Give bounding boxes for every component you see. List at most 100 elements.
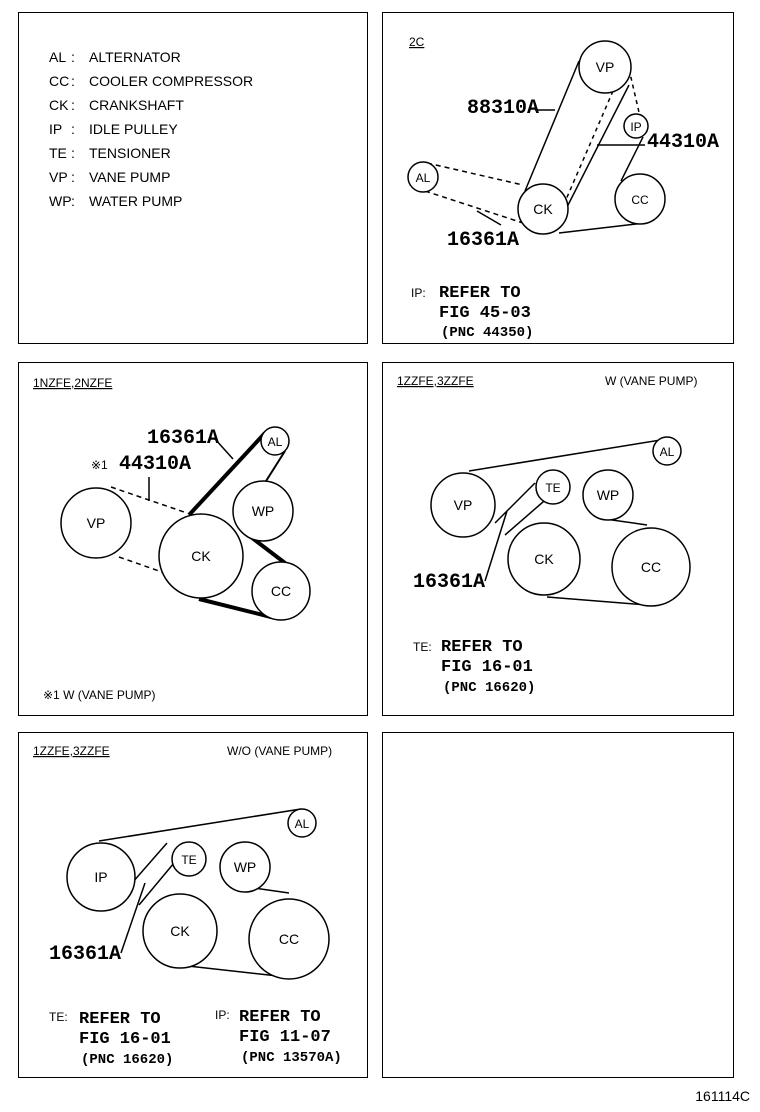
ref-tag: IP: bbox=[411, 286, 426, 300]
legend-row: IP:IDLE PULLEY bbox=[49, 117, 253, 141]
pulley-ck-label: CK bbox=[534, 551, 554, 567]
legend-code: WP bbox=[49, 193, 72, 209]
belt-vp-te bbox=[494, 482, 536, 524]
legend-colon: : bbox=[71, 121, 75, 137]
panel-title: 1ZZFE,3ZZFE bbox=[397, 374, 474, 388]
belt-diagram-zzfe-w: 1ZZFE,3ZZFE W (VANE PUMP) AL TE WP VP CK… bbox=[397, 374, 697, 696]
legend-row: VP:VANE PUMP bbox=[49, 165, 253, 189]
pulley-wp-label: WP bbox=[252, 503, 275, 519]
panel-zzfe-w: 1ZZFE,3ZZFE W (VANE PUMP) AL TE WP VP CK… bbox=[382, 362, 734, 716]
pulley-te-label: TE bbox=[181, 853, 196, 867]
pulley-al bbox=[287, 808, 317, 838]
legend-code: IP bbox=[49, 121, 63, 137]
figure-code: 161114C bbox=[695, 1088, 750, 1104]
pulley-te bbox=[171, 841, 207, 877]
legend-code: VP bbox=[49, 169, 68, 185]
pulley-wp-label: WP bbox=[234, 859, 257, 875]
pulley-wp-label: WP bbox=[597, 487, 620, 503]
legend-code: AL bbox=[49, 49, 67, 65]
pulley-te bbox=[535, 469, 571, 505]
pulley-ck bbox=[142, 893, 218, 969]
legend-row: CC:COOLER COMPRESSOR bbox=[49, 69, 253, 93]
pulley-te-label: TE bbox=[545, 481, 560, 495]
belt-88310a-left bbox=[524, 60, 580, 192]
legend-colon: : bbox=[71, 73, 75, 89]
pulley-ck-label: CK bbox=[170, 923, 190, 939]
panel-subtitle: W (VANE PUMP) bbox=[605, 374, 697, 388]
pulley-cc bbox=[251, 561, 311, 621]
legend-colon: : bbox=[71, 169, 75, 185]
pulley-al bbox=[652, 436, 682, 466]
pulley-al-label: AL bbox=[268, 435, 283, 449]
pulley-al bbox=[407, 161, 439, 193]
ref2-line1: REFER TO bbox=[239, 1008, 321, 1027]
panel-title: 2C bbox=[409, 35, 425, 49]
panel-subtitle: W/O (VANE PUMP) bbox=[227, 744, 332, 758]
part-44310a-mark: ※1 bbox=[91, 458, 108, 472]
belt-diagram-nzfe: 1NZFE,2NZFE AL WP VP CK CC 16361A ※1 443… bbox=[33, 376, 311, 702]
panel-nzfe: 1NZFE,2NZFE AL WP VP CK CC 16361A ※1 443… bbox=[18, 362, 368, 716]
part-44310a-label: 44310A bbox=[647, 131, 719, 154]
pulley-cc bbox=[614, 173, 666, 225]
panel-title: 1NZFE,2NZFE bbox=[33, 376, 112, 390]
ref-line1: REFER TO bbox=[439, 284, 521, 303]
belt-16361a-bottom bbox=[424, 190, 524, 224]
part-88310a-label: 88310A bbox=[467, 97, 539, 120]
legend-code: CK bbox=[49, 97, 69, 113]
ref-line2: FIG 16-01 bbox=[441, 658, 533, 677]
pulley-ip-label: IP bbox=[630, 120, 641, 134]
legend-name: ALTERNATOR bbox=[89, 49, 181, 65]
legend-row: AL:ALTERNATOR bbox=[49, 45, 253, 69]
pulley-al-label: AL bbox=[660, 445, 675, 459]
ref2-tag: IP: bbox=[215, 1008, 230, 1022]
legend-colon: : bbox=[71, 145, 75, 161]
panel-zzfe-wo: 1ZZFE,3ZZFE W/O (VANE PUMP) AL TE WP IP … bbox=[18, 732, 368, 1078]
part-16361a-label: 16361A bbox=[447, 229, 519, 252]
part-44310a-label: 44310A bbox=[119, 453, 191, 476]
ref1-line3: (PNC 16620) bbox=[81, 1052, 173, 1068]
pulley-cc bbox=[248, 898, 330, 980]
pulley-cc-label: CC bbox=[271, 583, 291, 599]
leader-16361a bbox=[120, 882, 146, 954]
leader-16361a bbox=[214, 438, 234, 460]
belt-44310a-cc-bottom bbox=[558, 222, 646, 234]
pulley-ip bbox=[623, 113, 649, 139]
belt-diagram-zzfe-wo: 1ZZFE,3ZZFE W/O (VANE PUMP) AL TE WP IP … bbox=[33, 744, 342, 1068]
leader-16361a bbox=[476, 210, 502, 226]
leader-16361a bbox=[484, 510, 508, 582]
part-16361a-label: 16361A bbox=[49, 943, 121, 966]
pulley-al-label: AL bbox=[295, 817, 310, 831]
pulley-vp bbox=[60, 487, 132, 559]
pulley-wp bbox=[219, 841, 271, 893]
footnote: ※1 W (VANE PUMP) bbox=[43, 688, 156, 702]
legend-row: WP:WATER PUMP bbox=[49, 189, 253, 213]
pulley-vp bbox=[578, 40, 632, 94]
pulley-cc bbox=[611, 527, 691, 607]
panel-empty bbox=[382, 732, 734, 1078]
pulley-ck bbox=[507, 522, 581, 596]
legend-colon: : bbox=[71, 97, 75, 113]
pulley-cc-label: CC bbox=[279, 931, 299, 947]
belt-bottom bbox=[178, 964, 288, 978]
pulley-al-label: AL bbox=[416, 171, 431, 185]
pulley-cc-label: CC bbox=[631, 193, 649, 207]
legend-name: CRANKSHAFT bbox=[89, 97, 184, 113]
legend-code: CC bbox=[49, 73, 70, 89]
ref-line2: FIG 45-03 bbox=[439, 304, 531, 323]
pulley-vp-label: VP bbox=[87, 515, 106, 531]
pulley-ck bbox=[158, 513, 244, 599]
legend-row: CK: CRANKSHAFT bbox=[49, 93, 253, 117]
pulley-vp-label: VP bbox=[454, 497, 473, 513]
pulley-wp bbox=[582, 469, 634, 521]
ref1-line1: REFER TO bbox=[79, 1010, 161, 1029]
legend-code: TE bbox=[49, 145, 67, 161]
pulley-ck-label: CK bbox=[533, 201, 553, 217]
ref1-tag: TE: bbox=[49, 1010, 68, 1024]
panel-2c: 2C VP IP AL CK CC 88310A 44310A 16361A I… bbox=[382, 12, 734, 344]
ref-line3: (PNC 16620) bbox=[443, 680, 535, 696]
belt-bottom bbox=[546, 596, 648, 606]
ref1-line2: FIG 16-01 bbox=[79, 1030, 171, 1049]
legend-row: TE:TENSIONER bbox=[49, 141, 253, 165]
